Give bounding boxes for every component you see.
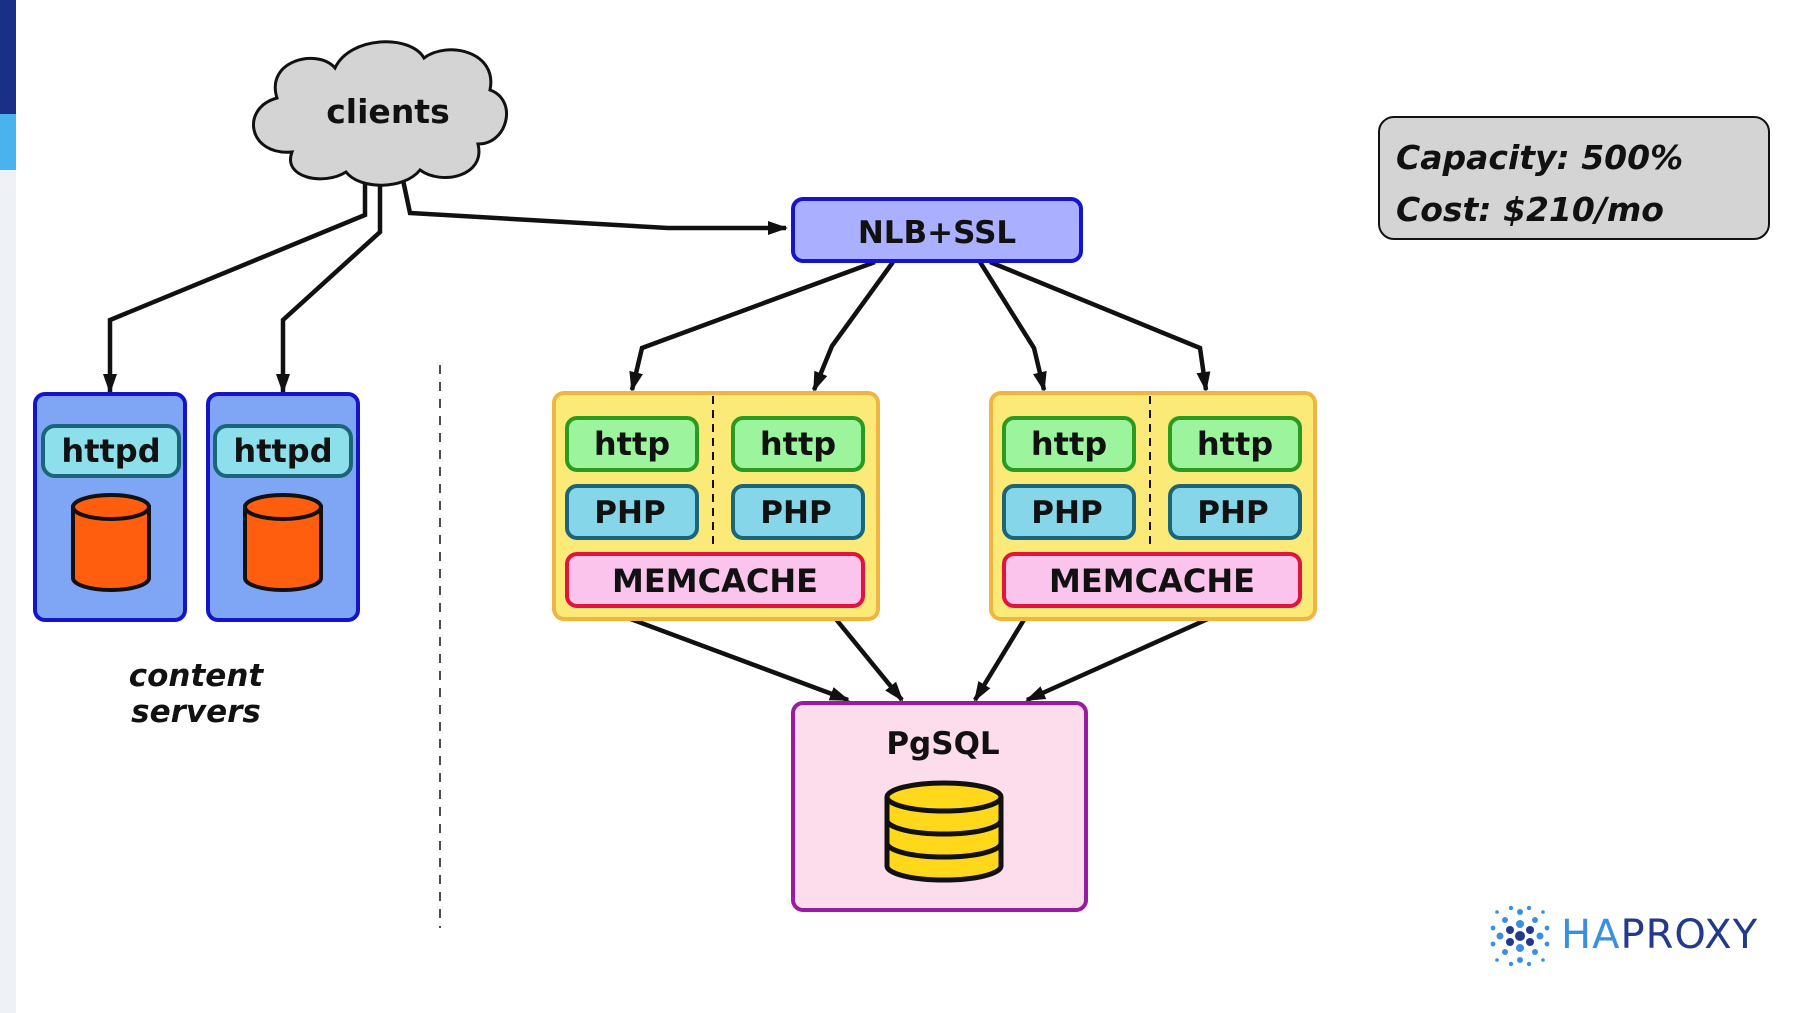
arrow-cluster2-to-db-b	[1025, 615, 1211, 703]
clients-label: clients	[326, 92, 449, 131]
php-box	[731, 484, 865, 540]
http-box	[1168, 416, 1302, 472]
content-server-1: httpd	[33, 392, 187, 622]
cloud-shape	[252, 40, 508, 187]
database-server: PgSQL	[791, 701, 1088, 912]
php-label: PHP	[760, 495, 831, 531]
balancer-box	[791, 197, 1083, 263]
cost-text: Cost: $210/mo	[1396, 190, 1664, 229]
php-box	[1168, 484, 1302, 540]
arrow-clients-to-httpd-2	[276, 178, 383, 394]
balancer-label: NLB+SSL	[858, 215, 1016, 251]
memcache-box	[1002, 552, 1302, 608]
content-servers-caption-2: servers	[131, 694, 261, 730]
arrow-balancer-to-http-3	[978, 260, 1047, 392]
memcache-label: MEMCACHE	[612, 562, 818, 600]
php-label: PHP	[1031, 495, 1102, 531]
httpd-label: httpd	[233, 432, 332, 470]
haproxy-logo-icon	[1490, 905, 1550, 967]
slide-accent-bar	[0, 0, 16, 1013]
arrow-clients-to-balancer	[400, 179, 788, 235]
memcache-box	[565, 552, 865, 608]
slide-accent-light	[0, 114, 16, 170]
capacity-text: Capacity: 500%	[1396, 138, 1684, 177]
app-cluster-1: http http PHP PHP MEMCACHE	[552, 391, 880, 621]
httpd-label: httpd	[61, 432, 160, 470]
haproxy-logo: HAPROXY	[1485, 900, 1765, 972]
http-label: http	[1031, 425, 1107, 463]
capacity-cost-info: Capacity: 500% Cost: $210/mo	[1378, 116, 1770, 240]
database-label: PgSQL	[886, 726, 999, 762]
clients-cloud: clients	[252, 40, 508, 187]
arrow-balancer-to-http-4	[989, 259, 1211, 392]
storage-cylinder-icon	[71, 493, 151, 592]
arrow-balancer-to-http-2	[811, 260, 895, 392]
connector-arrows	[103, 178, 1211, 703]
haproxy-logo-text: HAPROXY	[1561, 912, 1758, 958]
php-label: PHP	[594, 495, 665, 531]
http-box	[565, 416, 699, 472]
arrow-clients-to-httpd-1	[103, 178, 368, 394]
logo-text-ha: HA	[1561, 912, 1621, 958]
database-stack-icon	[884, 780, 1004, 883]
http-label: http	[594, 425, 670, 463]
http-label: http	[760, 425, 836, 463]
arrow-cluster1-to-db-a	[627, 615, 850, 703]
http-label: http	[1197, 425, 1273, 463]
content-servers-caption-1: content	[129, 658, 265, 694]
httpd-box	[213, 424, 353, 478]
slide-accent-dark	[0, 0, 16, 114]
logo-text-proxy: PROXY	[1620, 912, 1759, 958]
app-cluster-2: http http PHP PHP MEMCACHE	[989, 391, 1317, 621]
content-server-2: httpd	[206, 392, 360, 622]
php-box	[1002, 484, 1136, 540]
httpd-box	[41, 424, 181, 478]
php-label: PHP	[1197, 495, 1268, 531]
http-box	[1002, 416, 1136, 472]
memcache-label: MEMCACHE	[1049, 562, 1255, 600]
arrow-balancer-to-http-1	[629, 259, 876, 392]
storage-cylinder-icon	[243, 493, 323, 592]
arrow-cluster1-to-db-b	[833, 616, 904, 702]
http-box	[731, 416, 865, 472]
arrow-cluster2-to-db-a	[973, 616, 1027, 702]
load-balancer: NLB+SSL	[791, 197, 1083, 263]
php-box	[565, 484, 699, 540]
